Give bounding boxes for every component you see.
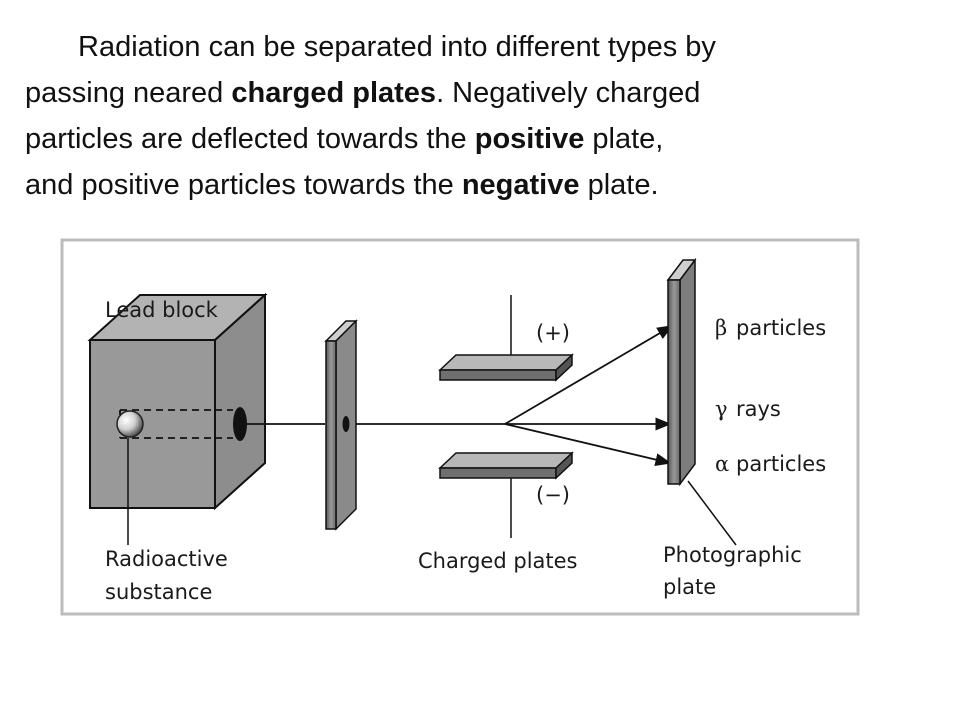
label-alpha-particles: particles	[736, 452, 826, 476]
label-radioactive-line-2: substance	[105, 580, 212, 604]
beta-symbol: β	[715, 316, 727, 340]
paragraph-line-3: particles are deflected towards the posi…	[25, 116, 915, 162]
label-plus: (+)	[536, 321, 570, 345]
label-lead-block: Lead block	[105, 298, 219, 322]
leader-photographic	[687, 480, 737, 546]
paragraph-line-2: passing neared charged plates. Negativel…	[25, 70, 915, 116]
text: plate.	[579, 169, 659, 201]
bold-negative: negative	[461, 169, 580, 201]
positive-plate	[438, 295, 574, 382]
gamma-symbol: γ	[715, 397, 728, 421]
alpha-ray	[504, 423, 672, 466]
description-paragraph: Radiation can be separated into differen…	[25, 24, 915, 208]
beta-ray	[504, 325, 674, 425]
label-minus: (−)	[536, 483, 570, 507]
negative-plate	[438, 451, 574, 538]
text: passing neared	[25, 77, 232, 109]
label-gamma-rays: rays	[736, 397, 781, 421]
paragraph-line-4: and positive particles towards the negat…	[25, 162, 915, 208]
alpha-symbol: α	[715, 452, 729, 476]
text: plate,	[584, 123, 664, 155]
lead-block	[87, 292, 268, 511]
photographic-plate	[666, 257, 697, 487]
radiation-deflection-figure: Lead block (+) (−) β particles γ rays α …	[60, 238, 860, 616]
radioactive-sample	[116, 410, 144, 438]
label-photographic-line-1: Photographic	[663, 543, 802, 567]
bold-charged-plates: charged plates	[231, 77, 437, 109]
paragraph-line-1: Radiation can be separated into differen…	[78, 31, 716, 63]
label-photographic-line-2: plate	[663, 575, 716, 599]
bold-positive: positive	[474, 123, 585, 155]
collimator-plate	[324, 319, 358, 531]
text: particles are deflected towards the	[25, 123, 475, 155]
diagram-svg: Lead block (+) (−) β particles γ rays α …	[60, 238, 860, 616]
label-radioactive-line-1: Radioactive	[105, 547, 228, 571]
text: . Negatively charged	[436, 77, 701, 109]
text: and positive particles towards the	[25, 169, 462, 201]
label-charged-plates: Charged plates	[418, 549, 578, 573]
label-beta-particles: particles	[736, 316, 826, 340]
